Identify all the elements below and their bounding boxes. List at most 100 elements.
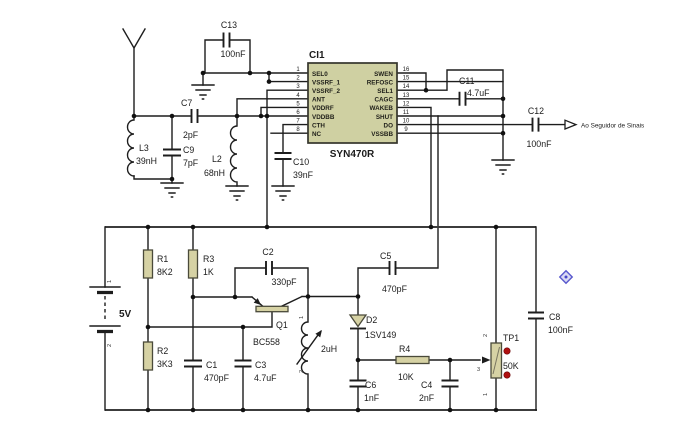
- ref: C11: [459, 76, 475, 86]
- ref: C12: [528, 106, 544, 116]
- pin-number: 1: [296, 67, 300, 73]
- capacitor-c11: C11 4.7uF: [458, 76, 490, 106]
- value: 100nF: [221, 49, 247, 59]
- pin-name: SWEN: [374, 71, 393, 78]
- ref: C5: [380, 251, 391, 261]
- emitter-arrow-icon: [253, 298, 261, 305]
- capacitor-c13: C13 100nF: [221, 20, 247, 59]
- pin-name: VSSRF_2: [312, 88, 340, 95]
- value: 50K: [503, 361, 519, 371]
- value: 3K3: [157, 359, 173, 369]
- value: 470pF: [204, 373, 230, 383]
- pin-number: 16: [403, 67, 410, 73]
- ref: C6: [365, 380, 376, 390]
- capacitor-c1: C1 470pF: [184, 359, 230, 383]
- pin-number: 3: [296, 84, 300, 90]
- pin-name: VSSBB: [371, 131, 393, 138]
- ref: TP1: [503, 333, 519, 343]
- capacitor-c6: C6 1nF: [349, 379, 380, 403]
- value: 2nF: [419, 393, 435, 403]
- resistor-r4: R4 10K: [395, 344, 430, 382]
- pin-number: 11: [403, 110, 410, 116]
- pin-name: NC: [312, 131, 322, 138]
- pin-number: 1: [483, 393, 489, 396]
- ground-icon: [191, 84, 215, 100]
- inductor-l2: L2 68nH: [204, 154, 225, 178]
- capacitor-c7: C7 2pF: [181, 98, 199, 140]
- capacitor-c10: C10 39nF: [274, 152, 314, 180]
- value: 1K: [203, 267, 214, 277]
- ref: R1: [157, 254, 168, 264]
- pin-number: 2: [107, 344, 113, 347]
- pin-number: 15: [403, 76, 410, 82]
- value: 39nF: [293, 170, 314, 180]
- pin-number: 1: [107, 280, 113, 283]
- pin-number: 2: [296, 76, 300, 82]
- ref: R2: [157, 346, 168, 356]
- pin-number: 12: [403, 101, 410, 107]
- ref: C2: [262, 247, 273, 257]
- value: 2pF: [183, 130, 199, 140]
- ground-icon: [160, 182, 184, 198]
- pin-number: 8: [296, 127, 300, 133]
- capacitor-c8: C8 100nF: [528, 311, 574, 335]
- value: BC558: [253, 337, 280, 347]
- pin-name: SHUT: [376, 114, 393, 121]
- ground-icon: [225, 185, 249, 201]
- pin-number: 3: [477, 367, 480, 373]
- pin-name: VSSRF_1: [312, 79, 340, 86]
- pin-number: 1: [299, 316, 305, 319]
- ref: C10: [293, 157, 309, 167]
- pin-number: 13: [403, 93, 410, 99]
- pin-number: 9: [404, 127, 408, 133]
- variable-inductor: 2uH 1 2: [299, 316, 337, 373]
- pin-number: 5: [296, 101, 300, 107]
- ref: Q1: [276, 320, 288, 330]
- capacitor-c3: C3 4.7uF: [234, 359, 277, 383]
- pin-name: ANT: [312, 97, 325, 104]
- ref: L2: [212, 154, 222, 164]
- wiper-arrow-icon: [482, 356, 491, 364]
- ref: C3: [255, 360, 266, 370]
- battery-5v: 5V 1 2: [89, 280, 132, 347]
- value: 7pF: [183, 158, 199, 168]
- pin-name: SEL0: [312, 71, 328, 78]
- pin-number: 7: [296, 119, 300, 125]
- inductor-l3: L3 39nH: [136, 143, 157, 166]
- pin-number: 14: [403, 84, 410, 90]
- pin-name: CAGC: [374, 97, 393, 104]
- ground-icon: [271, 185, 295, 201]
- ref: C9: [183, 145, 194, 155]
- resistor-r3: R3 1K: [187, 249, 214, 279]
- pin-number: 10: [403, 119, 410, 125]
- ic-part: SYN470R: [330, 149, 375, 160]
- value: 8K2: [157, 267, 173, 277]
- transistor-q1: Q1 BC558: [253, 298, 289, 347]
- resistor-r2: R2 3K3: [142, 341, 173, 371]
- ref: C7: [181, 98, 192, 108]
- ref: C8: [549, 312, 560, 322]
- value: 10K: [398, 372, 414, 382]
- test-point-dot: [503, 347, 511, 355]
- value: 330pF: [272, 277, 298, 287]
- pin-name: VDDRF: [312, 105, 334, 112]
- pin-number: 6: [296, 110, 300, 116]
- pin-number: 2: [483, 334, 489, 337]
- value: 4.7uF: [254, 373, 277, 383]
- value: 100nF: [527, 139, 553, 149]
- ref: L3: [139, 143, 149, 153]
- pin-number: 4: [296, 93, 300, 99]
- value: 470pF: [382, 284, 408, 294]
- test-point-dot: [503, 371, 511, 379]
- ground-icon: [491, 159, 515, 175]
- adjust-arrow-icon: [315, 330, 322, 338]
- value: 100nF: [548, 325, 574, 335]
- ref: C4: [421, 380, 432, 390]
- capacitor-c12: C12 100nF: [527, 106, 553, 149]
- resistor-r1: R1 8K2: [142, 249, 173, 279]
- pin-name: CTH: [312, 122, 325, 129]
- capacitor-c9: C9 7pF: [163, 145, 199, 168]
- diode-d2: D2 1SV149: [348, 314, 396, 340]
- output-arrow-icon: [564, 119, 578, 130]
- ic-ref: CI1: [309, 50, 325, 61]
